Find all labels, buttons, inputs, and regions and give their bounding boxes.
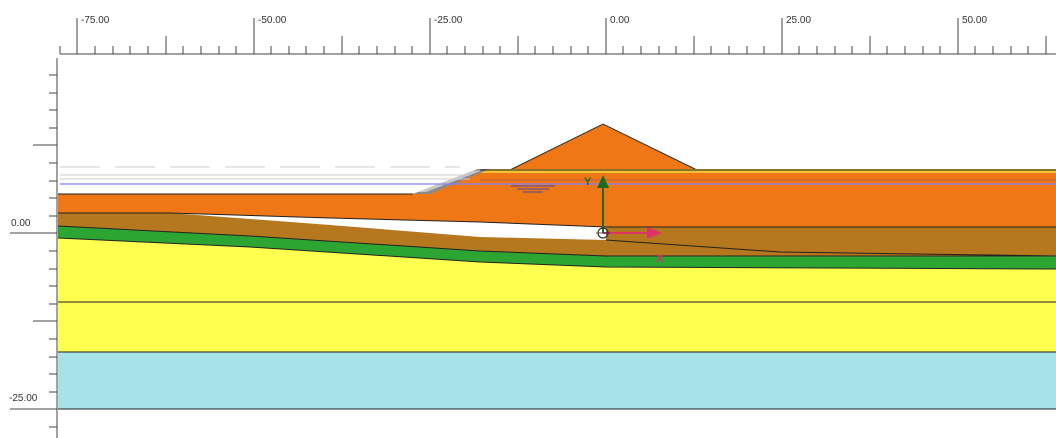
top-ruler-label: 0.00 <box>610 15 630 26</box>
top-ruler-label: -75.00 <box>81 15 110 26</box>
left-ruler-label: -25.00 <box>9 393 38 404</box>
hydraulic-lines <box>60 166 470 180</box>
top-ruler-label: 50.00 <box>962 15 987 26</box>
top-ruler-label: -25.00 <box>434 15 463 26</box>
left-ruler: 0.00 -25.00 <box>9 58 58 438</box>
top-ruler: -75.00 -50.00 -25.00 0.00 25.00 50.00 <box>59 15 1056 55</box>
top-ruler-label: -50.00 <box>258 15 287 26</box>
origin-axes[interactable]: Y X <box>584 175 664 265</box>
y-axis-label: Y <box>584 176 592 188</box>
dike-crest[interactable] <box>509 123 698 171</box>
top-ruler-label: 25.00 <box>786 15 811 26</box>
water-level-icon <box>511 185 555 193</box>
left-ruler-label: 0.00 <box>11 218 31 229</box>
x-axis-label: X <box>656 253 664 265</box>
soil-layer-green[interactable] <box>58 226 1056 269</box>
soil-layer-sand[interactable] <box>58 238 1056 352</box>
soil-layer-peat-right[interactable] <box>606 227 1056 256</box>
soil-layer-clay-blue[interactable] <box>58 352 1056 409</box>
layer-boundaries <box>57 169 1056 410</box>
soil-layer-peat[interactable] <box>58 213 1056 256</box>
x-axis-arrow-icon <box>647 227 662 239</box>
y-axis-arrow-icon <box>597 175 609 188</box>
